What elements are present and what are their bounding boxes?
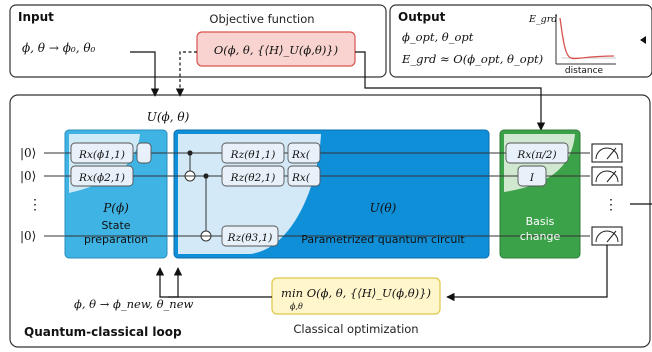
gate-identity [517,165,547,187]
arrow-update-theta [168,267,183,298]
circuit-symbol: U(θ) [370,201,397,215]
measurement-meters: ⋮ [591,143,652,246]
arrow-update-phi [155,267,168,298]
svg-text:Rx(: Rx( [291,149,311,161]
loop-heading: Quantum-classical loop [24,325,182,339]
objective-function-box [196,31,356,67]
output-energy: E_grd ≈ O(ϕ_opt, θ_opt) [401,52,543,66]
arrow-measure-to-classical [446,245,608,302]
meter-icon [591,226,623,246]
output-panel: Output ϕ_opt, θ_opt E_grd ≈ O(ϕ_opt, θ_o… [389,4,652,78]
objective-formula: O(ϕ, θ, {⟨H⟩_U(ϕ,θ)}) [214,43,338,57]
output-params: ϕ_opt, θ_opt [402,30,474,44]
meter-icon [591,166,623,186]
arrow-input-to-unitary [130,51,160,97]
energy-curve [559,17,615,60]
svg-text:Rx(: Rx( [291,172,311,184]
output-heading: Output [398,10,446,24]
basis-title-1: Basis [526,215,555,228]
ket-3: |0⟩ [20,229,36,243]
gate-rz-theta11 [221,142,285,164]
gate-rx-phi11 [70,142,134,164]
basis-change-block: Rx(π/2) I Basis change [499,129,581,259]
classical-optimization-block: min O(ϕ, θ, {⟨H⟩_U(ϕ,θ)}) ϕ,θ Classical … [271,277,441,336]
svg-text:Rx(ϕ1,1): Rx(ϕ1,1) [78,149,125,161]
plot-xlabel: distance [565,66,604,76]
svg-text:⋮: ⋮ [604,197,618,213]
energy-curve-plot: E_grd distance [528,14,616,76]
meter-icon [591,143,623,163]
gate-rx-partial-1 [287,142,321,164]
input-heading: Input [18,10,54,24]
state-prep-title-2: preparation [84,233,148,246]
svg-text:Rz(θ2,1): Rz(θ2,1) [230,172,276,184]
objective-label: Objective function [209,12,314,26]
circuit-title: Parametrized quantum circuit [301,233,465,246]
input-mapping: ϕ, θ → ϕ₀, θ₀ [22,41,96,55]
state-prep-title-1: State [101,219,130,232]
output-arrow-tip [640,36,646,44]
parametrized-circuit-block: Rz(θ1,1) Rx( Rz(θ2,1) Rx( Rz(θ3,1) U(θ) … [173,129,490,259]
gate-rx-phi21 [70,165,134,187]
classical-subscript: ϕ,θ [290,302,303,311]
gate-rz-theta31 [221,225,279,247]
svg-text:I: I [529,172,535,184]
classical-formula: min O(ϕ, θ, {⟨H⟩_U(ϕ,θ)}) [281,286,431,300]
svg-text:Rz(θ3,1): Rz(θ3,1) [227,232,273,244]
update-mapping: ϕ, θ → ϕ_new, θ_new [74,297,193,311]
state-preparation-block: Rx(ϕ1,1) Rx(ϕ2,1) P(ϕ) State preparation [64,129,168,259]
input-panel: Input ϕ, θ → ϕ₀, θ₀ Objective function O… [9,4,387,78]
plot-ylabel: E_grd [528,14,557,25]
ket-2: |0⟩ [20,169,36,183]
ket-1: |0⟩ [20,146,36,160]
classical-label: Classical optimization [293,322,418,336]
state-prep-symbol: P(ϕ) [102,201,129,215]
svg-text:Rx(π/2): Rx(π/2) [516,149,556,161]
svg-text:Rx(ϕ2,1): Rx(ϕ2,1) [78,172,125,184]
arrow-objective-to-unitary [175,51,197,97]
gate-rx-partial-2 [287,165,321,187]
arrow-objective-to-basis [355,51,546,131]
gate-rx-pi-half [505,142,569,164]
gate-rz-theta21 [221,165,285,187]
ket-ellipsis: ⋮ [28,197,42,213]
basis-title-2: change [520,230,561,243]
svg-text:Rz(θ1,1): Rz(θ1,1) [230,149,276,161]
unitary-label: U(ϕ, θ) [147,110,190,124]
